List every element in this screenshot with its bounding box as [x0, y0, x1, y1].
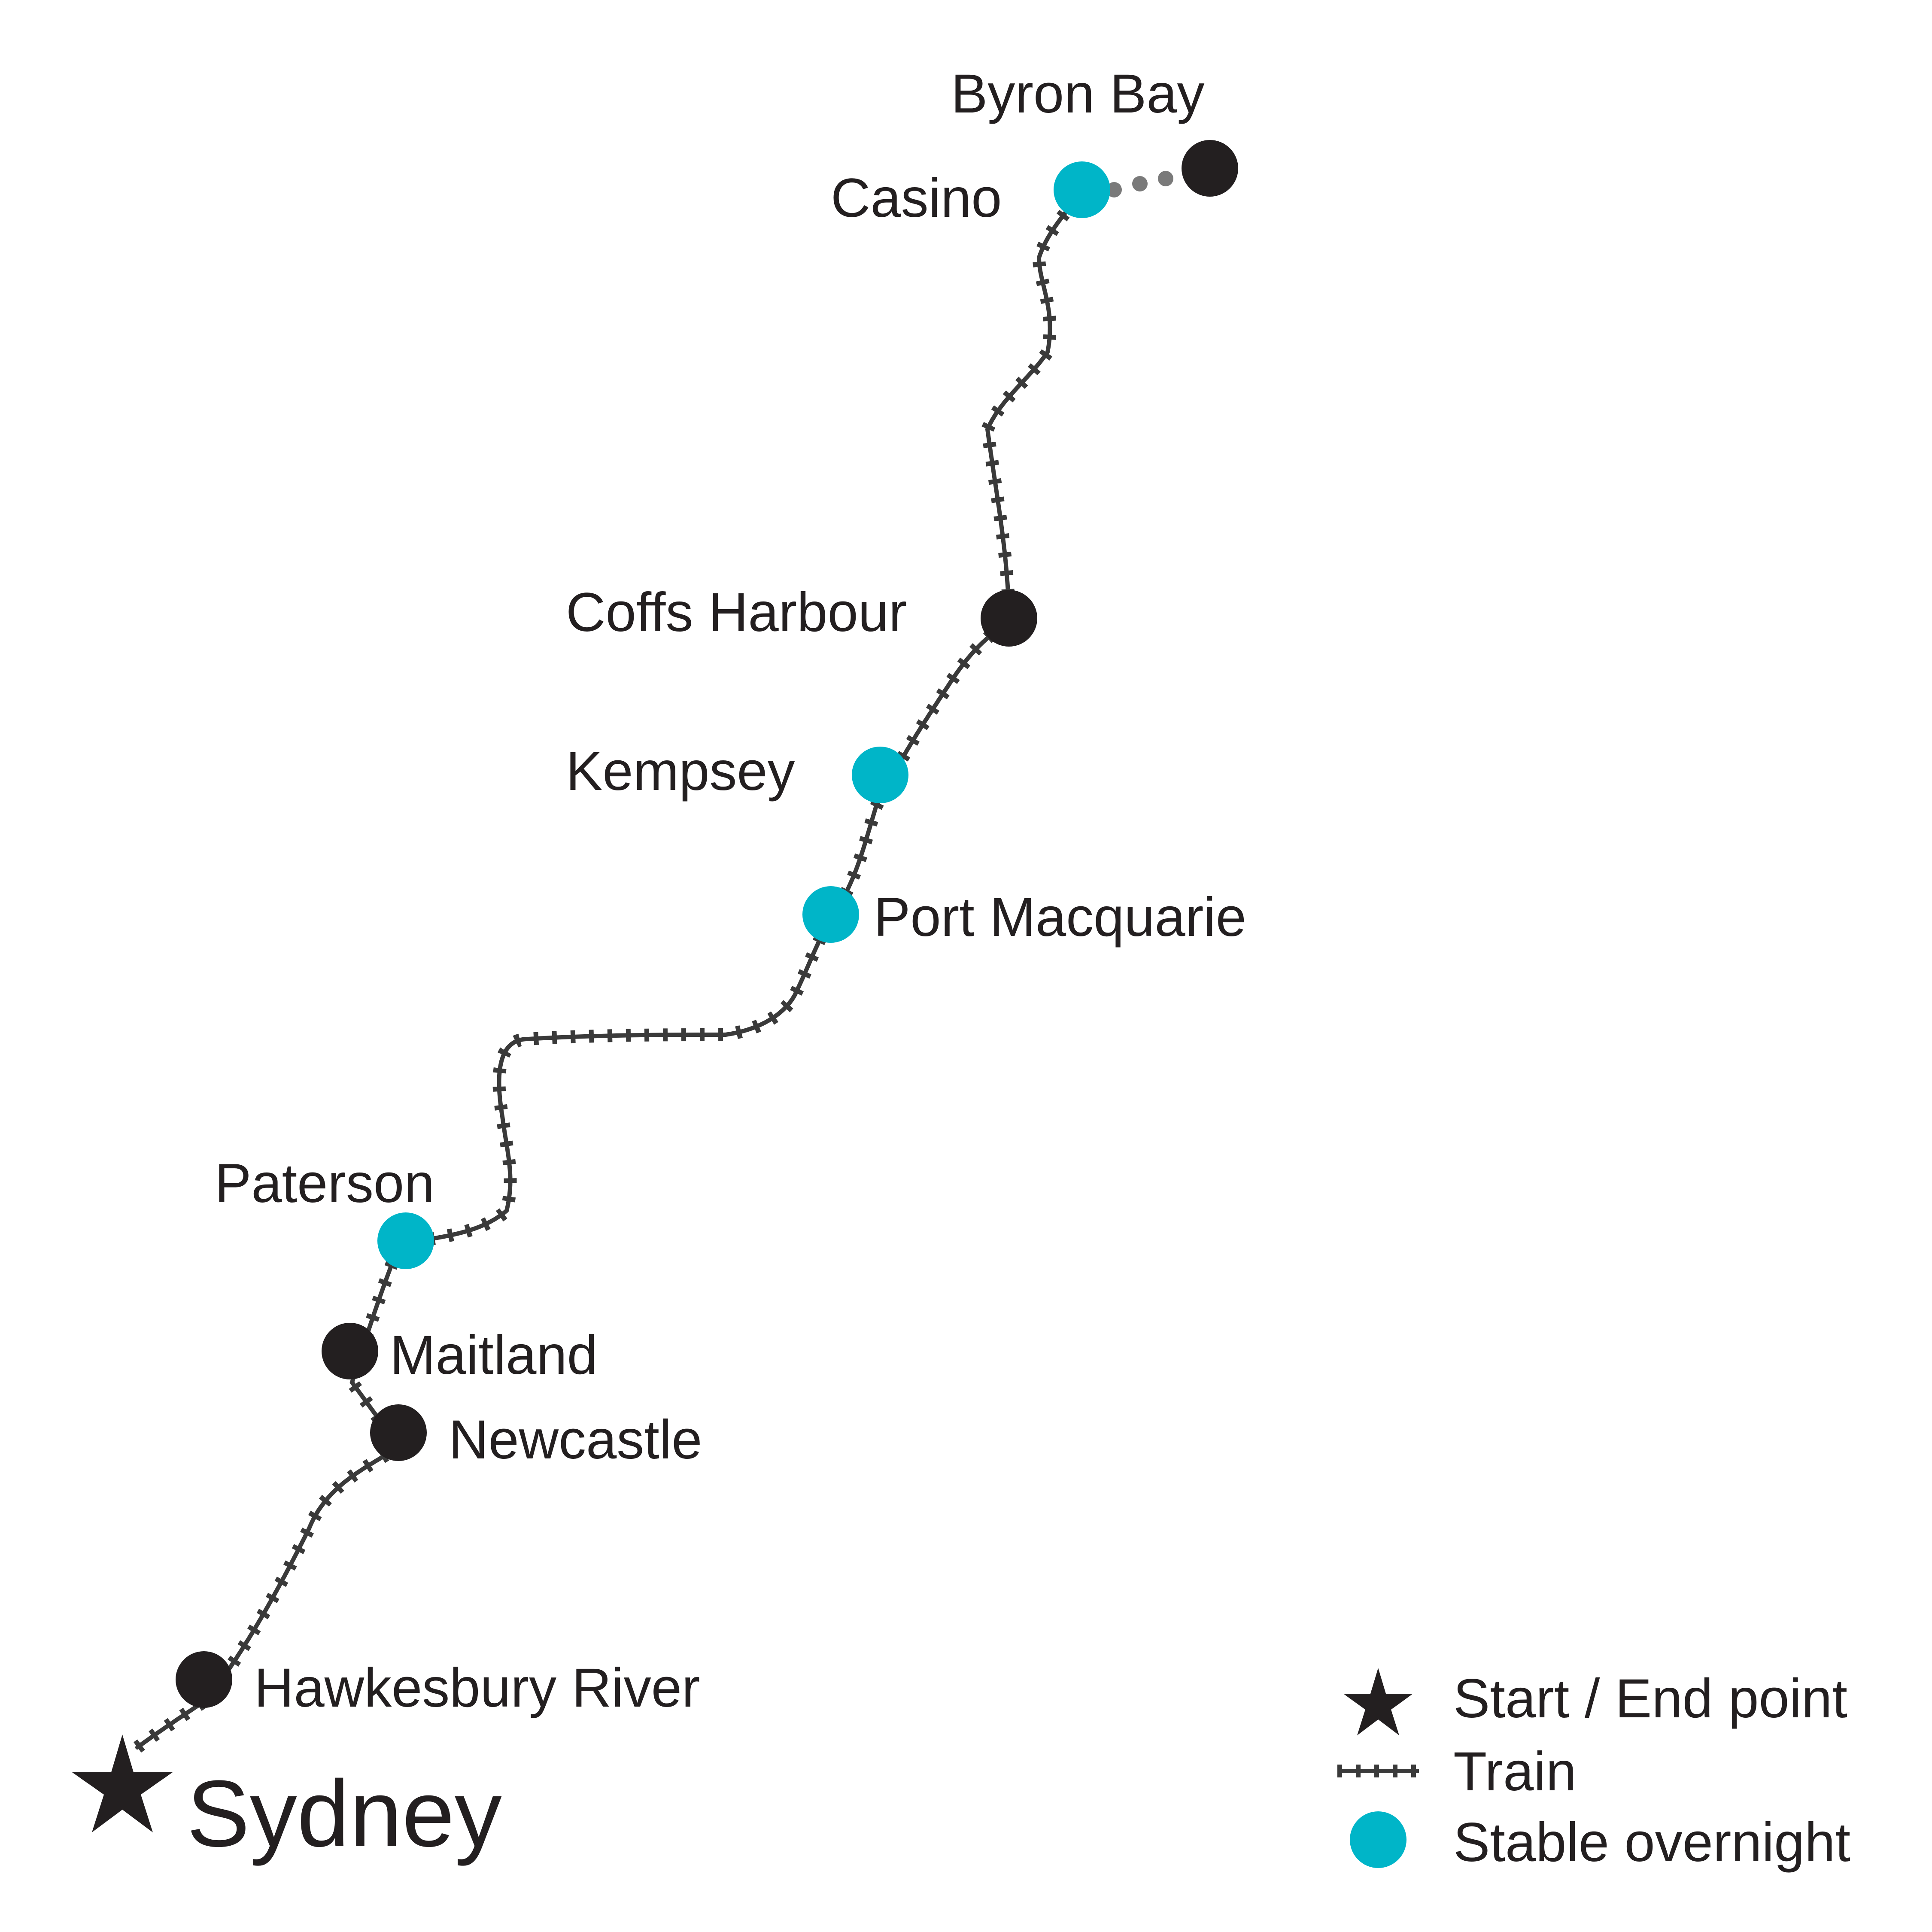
- casino-marker[interactable]: [1054, 161, 1110, 218]
- kempsey-marker[interactable]: [852, 747, 908, 803]
- maitland-marker[interactable]: [322, 1323, 378, 1379]
- star-icon: [72, 1735, 173, 1832]
- connector-dot: [1106, 182, 1122, 197]
- port-macquarie-marker[interactable]: [802, 886, 859, 943]
- connector-dot: [1132, 176, 1148, 191]
- origin-label: Sydney: [187, 1761, 502, 1866]
- casino-label: Casino: [831, 167, 1002, 229]
- rail-line: [135, 189, 1084, 1750]
- newcastle-marker[interactable]: [370, 1404, 427, 1461]
- newcastle-label: Newcastle: [449, 1409, 702, 1470]
- port-macquarie-label: Port Macquarie: [874, 887, 1246, 948]
- connector-dot: [1158, 171, 1173, 186]
- rail-ties: [134, 187, 1088, 1753]
- paterson-marker[interactable]: [377, 1212, 434, 1269]
- coffs-harbour-label: Coffs Harbour: [566, 582, 907, 643]
- kempsey-label: Kempsey: [566, 741, 795, 802]
- legend-stable-overnight-icon: [1350, 1811, 1406, 1868]
- station-labels: Sydney Hawkesbury River Newcastle Maitla…: [187, 63, 1246, 1866]
- byron-bay-label: Byron Bay: [951, 63, 1205, 125]
- legend-start-end-label: Start / End point: [1453, 1668, 1847, 1729]
- station-markers: [176, 140, 1238, 1708]
- paterson-label: Paterson: [215, 1153, 434, 1214]
- rail-route: [134, 187, 1088, 1753]
- byron-bay-marker[interactable]: [1182, 140, 1238, 197]
- legend: Start / End point Train Stable overnight: [1337, 1668, 1850, 1873]
- dotted-connector: [1106, 171, 1173, 197]
- hawkesbury-river-label: Hawkesbury River: [254, 1657, 700, 1719]
- legend-train-label: Train: [1453, 1741, 1577, 1802]
- legend-stable-overnight-label: Stable overnight: [1453, 1812, 1850, 1873]
- coffs-harbour-marker[interactable]: [981, 590, 1037, 647]
- maitland-label: Maitland: [390, 1324, 598, 1386]
- hawkesbury-river-marker[interactable]: [176, 1651, 232, 1708]
- legend-star-icon: [1343, 1668, 1413, 1735]
